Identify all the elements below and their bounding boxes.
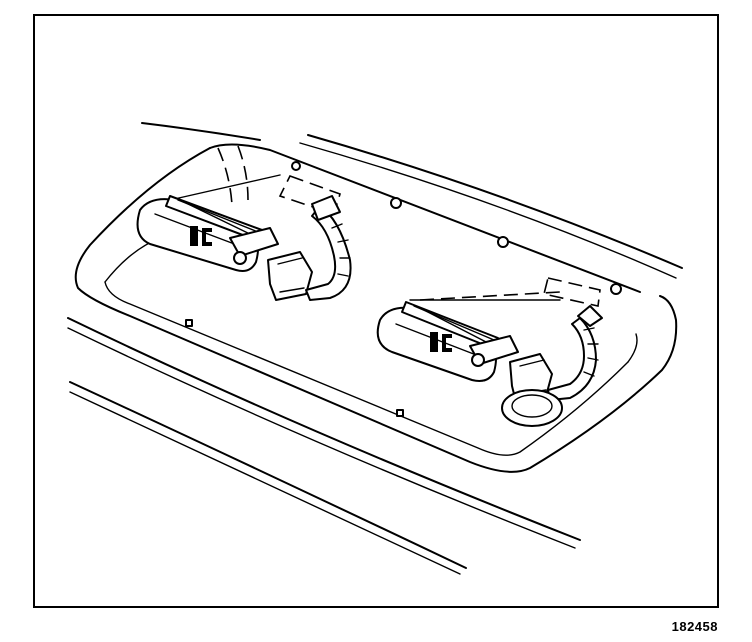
screw-holes: [185, 161, 622, 417]
trim-lines: [67, 317, 581, 575]
right-lamp-assembly: [376, 277, 603, 427]
console-housing: [74, 143, 678, 473]
roof-edge-lines: [141, 122, 683, 279]
figure-reference-number: 182458: [671, 619, 718, 634]
left-lamp-assembly: [136, 145, 352, 301]
